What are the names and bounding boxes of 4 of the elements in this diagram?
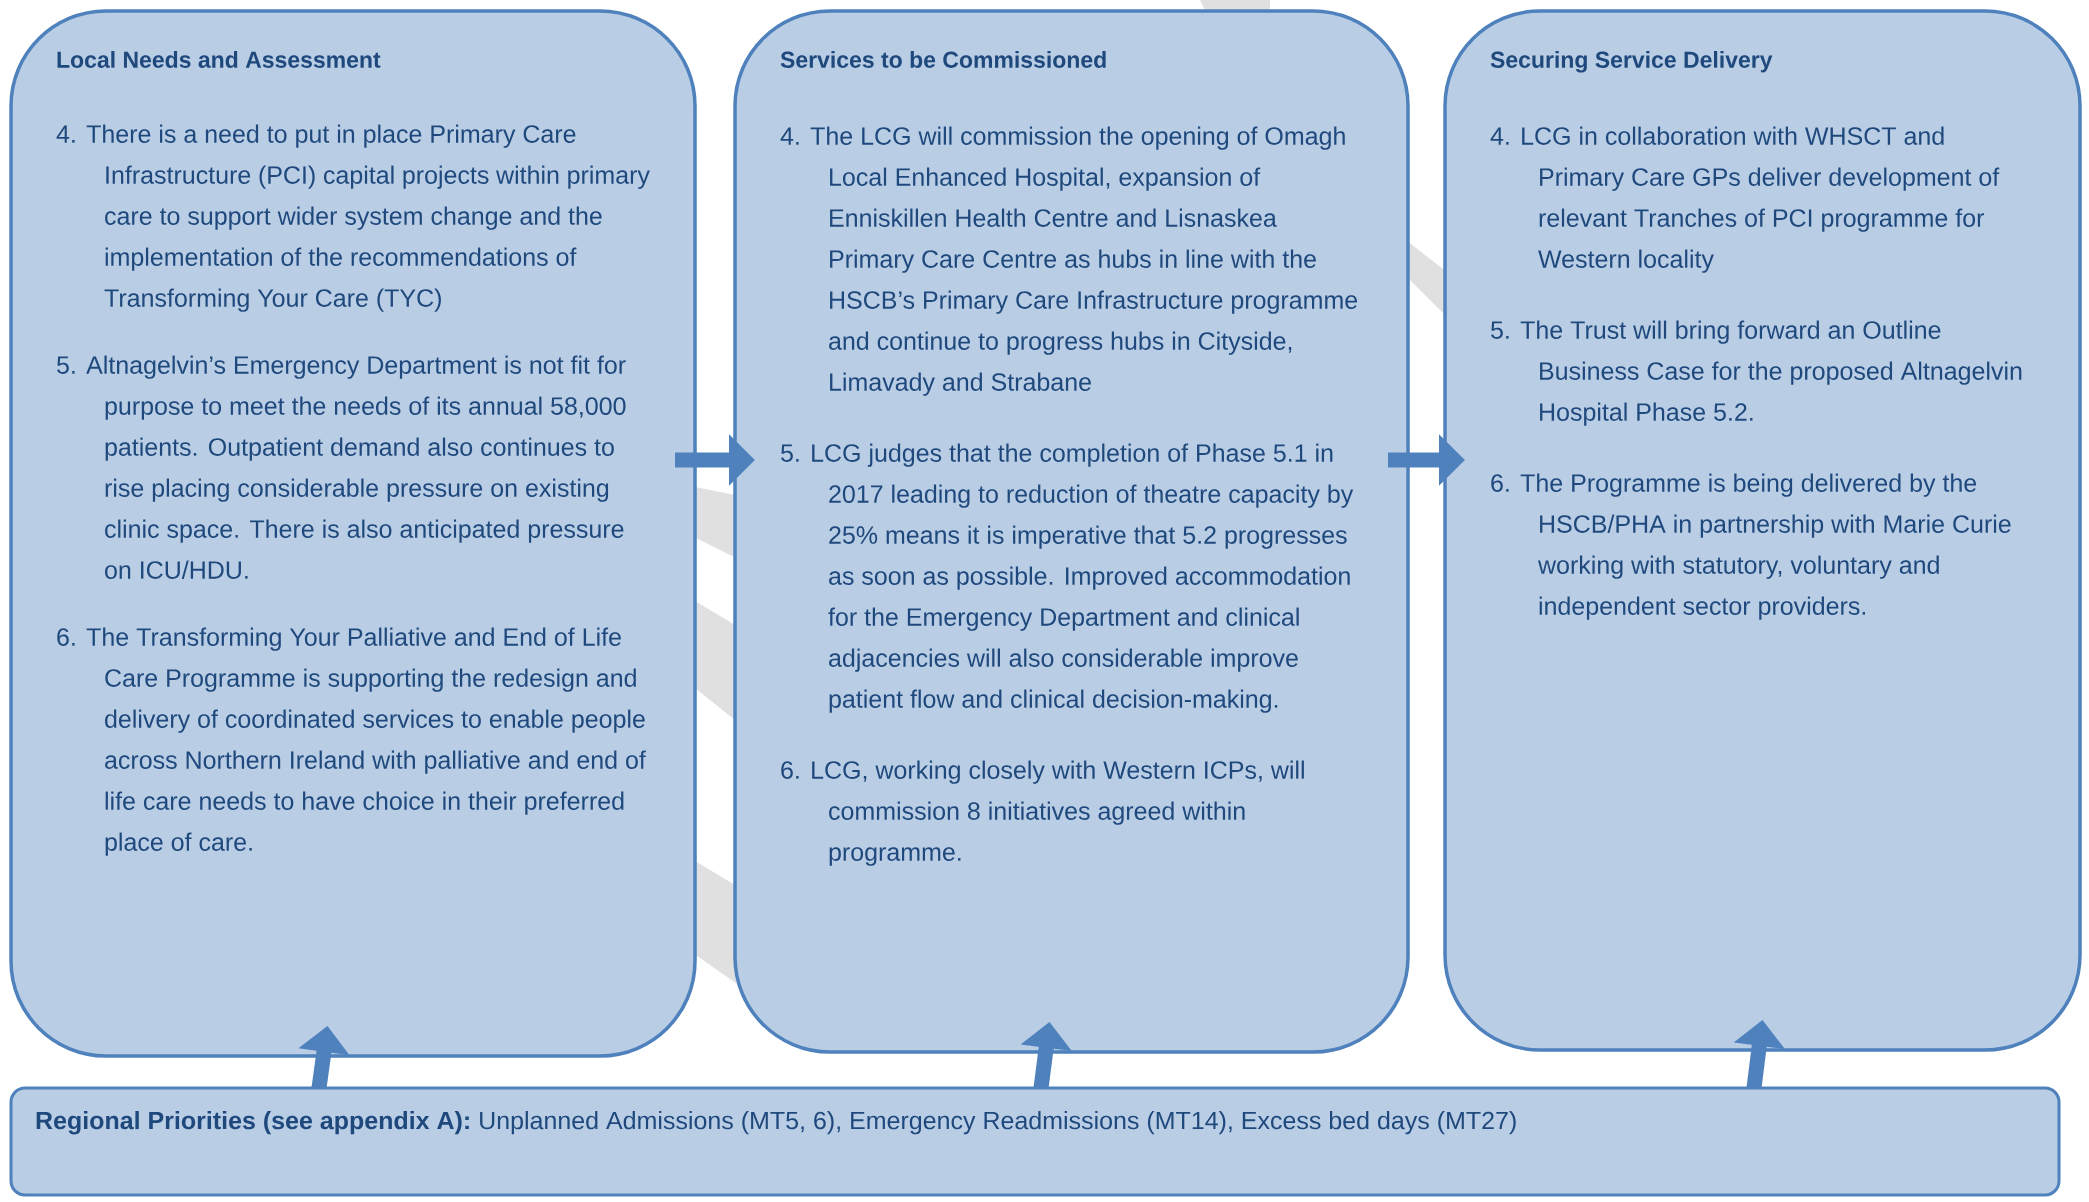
priorities-box: Regional Priorities (see appendix A): Unplanned Admissions (MT5, 6), Emergency Readmissions (MT14), Excess bed days (MT27) <box>9 1086 2061 1197</box>
column-box: Local Needs and Assessment 4. There is a need to put in place Primary Care Infrastructure (PCI) capital projects within primary care to support wider system change and the implementation of the recommendations of Transforming Your Care (TYC) 5. Altnagelvin’s Emergency Department is not fit for purpose to meet the needs of its annual 58,000 patients. Outpatient demand also continues to rise placing considerable pressure on existing clinic space. There is also anticipated pressure on ICU/HDU. 6. The Transforming Your Palliative and End of Life Care Programme is supporting the redesign and delivery of coordinated services to enable people across Northern Ireland with palliative and end of life care needs to have choice in their preferred place of care. <box>9 9 697 1058</box>
column-box: Services to be Commissioned 4. The LCG will commission the opening of Omagh Local Enhanced Hospital, expansion of Enniskillen Health Centre and Lisnaskea Primary Care Centre as hubs in line with the HSCB’s Primary Care Infrastructure programme and continue to progress hubs in Cityside, Limavady and Strabane 5. LCG judges that the completion of Phase 5.1 in 2017 leading to reduction of theatre capacity by 25% means it is imperative that 5.2 progresses as soon as possible. Improved accommodation for the Emergency Department and clinical adjacencies will also considerable improve patient flow and clinical decision-making. 6. LCG, working closely with Western ICPs, will commission 8 initiatives agreed within programme. <box>733 9 1410 1054</box>
column-box: Securing Service Delivery 4. LCG in collaboration with WHSCT and Primary Care GPs deliver development of relevant Tranches of PCI programme for Western locality 5. The Trust will bring forward an Outline Business Case for the proposed Altnagelvin Hospital Phase 5.2. 6. The Programme is being delivered by the HSCB/PHA in partnership with Marie Curie working with statutory, voluntary and independent sector providers. <box>1443 9 2082 1052</box>
